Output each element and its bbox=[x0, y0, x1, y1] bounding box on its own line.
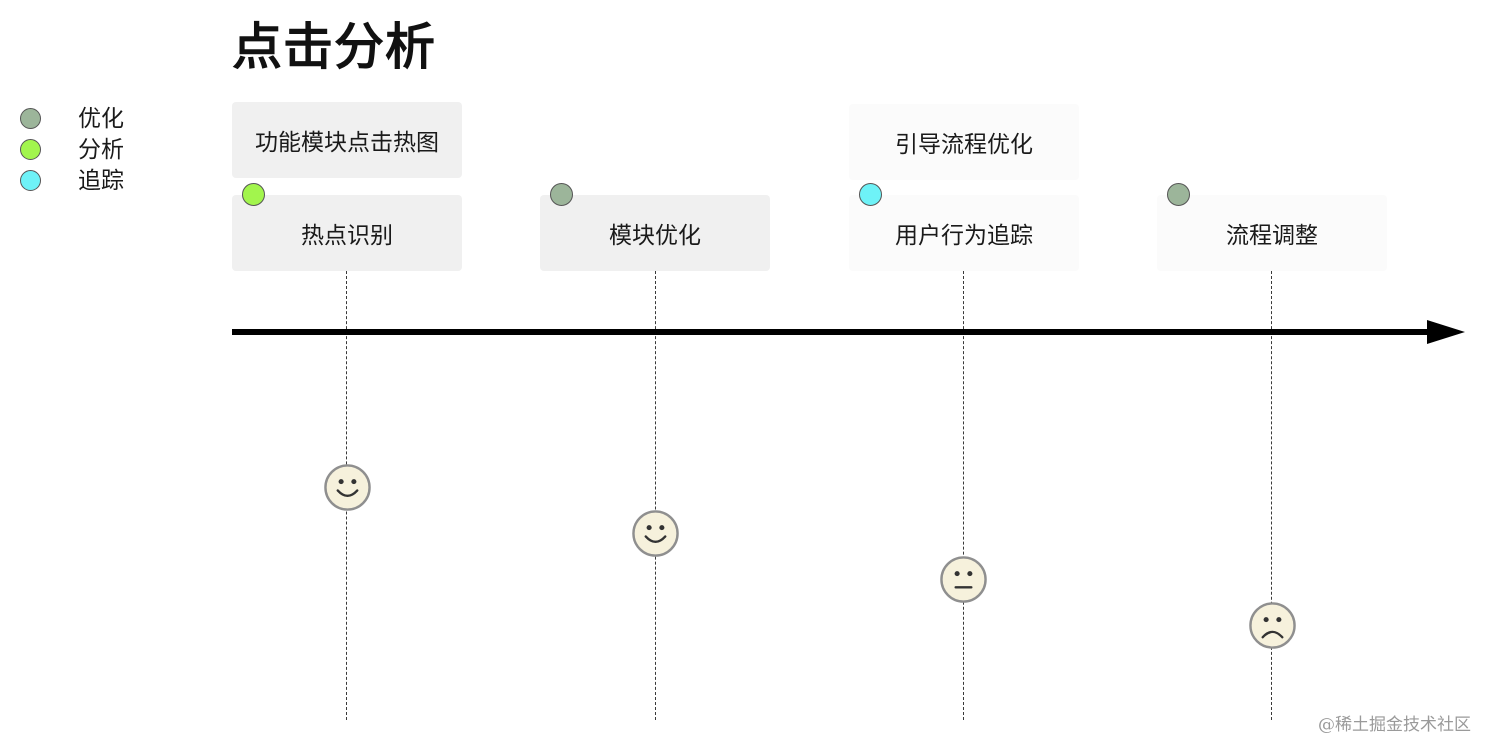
legend-label-analyze: 分析 bbox=[78, 137, 124, 163]
stage-dot-analyze-icon bbox=[242, 183, 265, 206]
stage-dot-optimize-icon bbox=[550, 183, 573, 206]
watermark: @稀土掘金技术社区 bbox=[1318, 715, 1471, 735]
stage-card-1: 热点识别 bbox=[232, 195, 462, 271]
legend-label-track: 追踪 bbox=[78, 168, 124, 194]
timeline-axis bbox=[232, 329, 1430, 335]
stage-card-2: 模块优化 bbox=[540, 195, 770, 271]
stage-dot-optimize-icon bbox=[1167, 183, 1190, 206]
legend-dot-track-icon bbox=[20, 170, 41, 191]
neutral-face-icon bbox=[940, 556, 987, 603]
happy-face-icon bbox=[632, 510, 679, 557]
legend-label-optimize: 优化 bbox=[78, 106, 124, 132]
stage-card-4: 流程调整 bbox=[1157, 195, 1387, 271]
happy-face-icon bbox=[324, 464, 371, 511]
stage-line-2 bbox=[655, 271, 656, 720]
legend-dot-analyze-icon bbox=[20, 139, 41, 160]
stage-line-4 bbox=[1271, 271, 1272, 720]
legend-dot-optimize-icon bbox=[20, 108, 41, 129]
stage-line-3 bbox=[963, 271, 964, 720]
stage-dot-track-icon bbox=[859, 183, 882, 206]
page-title: 点击分析 bbox=[232, 18, 436, 76]
top-card-heatmap: 功能模块点击热图 bbox=[232, 102, 462, 178]
sad-face-icon bbox=[1249, 602, 1296, 649]
stage-card-3: 用户行为追踪 bbox=[849, 195, 1079, 271]
timeline-arrow-icon bbox=[1427, 320, 1465, 344]
top-card-guide-optimize: 引导流程优化 bbox=[849, 104, 1079, 180]
